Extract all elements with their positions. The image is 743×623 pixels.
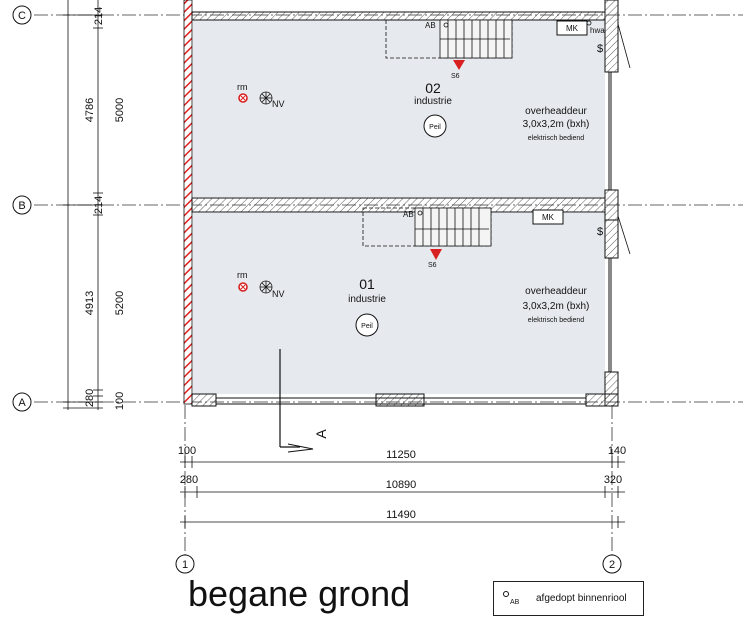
stair-unit-01 — [362, 207, 492, 247]
s6-marker-01 — [430, 249, 442, 260]
grid-axis-2: 2 — [602, 554, 622, 574]
stair-02-ab-label: AB — [425, 21, 436, 30]
stair-01-ab-label: AB — [403, 210, 414, 219]
section-marker — [279, 349, 314, 453]
svg-text:A: A — [18, 397, 26, 409]
vertical-dimension-labels: 214 4786 214 4913 280 100 5000 5200 — [84, 7, 126, 410]
fire-wall — [183, 0, 193, 405]
mk-box-02: MK — [556, 20, 588, 36]
nv-label-02: NV — [272, 99, 285, 109]
nv-label-01: NV — [272, 289, 285, 299]
svg-text:C: C — [18, 10, 26, 22]
svg-text:214: 214 — [93, 7, 105, 25]
svg-text:100: 100 — [114, 392, 126, 410]
grid-axis-c: C — [12, 5, 32, 25]
unit-02-floor — [193, 20, 605, 197]
peil-icon-02 — [423, 114, 447, 138]
svg-text:5000: 5000 — [114, 98, 126, 122]
svg-text:Peil: Peil — [429, 124, 441, 131]
rm-label-02: rm — [237, 82, 248, 92]
ventilation-icon-01 — [259, 280, 273, 294]
legend-label: afgedopt binnenriool — [536, 593, 627, 604]
grid-axis-b: B — [12, 195, 32, 215]
grid-axis-bubbles: C B A 1 2 — [12, 5, 622, 574]
horizontal-dimensions — [180, 456, 625, 528]
svg-text:280: 280 — [84, 389, 96, 407]
svg-text:5200: 5200 — [114, 291, 126, 315]
s6-label-01: S6 — [428, 262, 437, 269]
svg-text:4786: 4786 — [84, 98, 96, 122]
svg-text:214: 214 — [93, 196, 105, 214]
unit-01-labels: 01 industrie Peil overheaddeur 3,0x3,2m … — [237, 270, 590, 337]
svg-text:Peil: Peil — [361, 323, 373, 330]
hwa-label: hwa — [590, 26, 605, 35]
door-label-01: overheaddeur — [525, 286, 587, 297]
svg-text:MK: MK — [542, 213, 555, 222]
section-marker-label: A — [313, 429, 329, 439]
svg-text:10890: 10890 — [386, 479, 417, 491]
legend: AB afgedopt binnenriool — [493, 581, 644, 616]
svg-text:1: 1 — [182, 559, 188, 571]
door-label-02: overheaddeur — [525, 106, 587, 117]
horizontal-dimension-labels: 100 11250 140 280 10890 320 11490 — [178, 445, 626, 521]
walls — [191, 0, 619, 407]
svg-text:B: B — [18, 200, 25, 212]
unit-02-use: industrie — [414, 96, 452, 107]
stair-unit-02 — [385, 19, 513, 59]
svg-text:11490: 11490 — [386, 509, 416, 521]
dollar-symbol-02: $ — [597, 43, 603, 55]
svg-text:2: 2 — [609, 559, 615, 571]
unit-01-number: 01 — [359, 276, 375, 292]
unit-02-number: 02 — [425, 80, 441, 96]
door-size-01: 3,0x3,2m (bxh) — [523, 301, 590, 312]
svg-text:100: 100 — [178, 445, 196, 457]
s6-marker-02 — [453, 60, 465, 70]
peil-icon-01 — [355, 313, 379, 337]
svg-text:280: 280 — [180, 474, 198, 486]
svg-text:320: 320 — [604, 474, 622, 486]
mk-box-01: MK — [532, 209, 564, 225]
door-size-02: 3,0x3,2m (bxh) — [523, 119, 590, 130]
svg-text:11250: 11250 — [386, 449, 416, 461]
door-note-01: elektrisch bediend — [528, 317, 585, 324]
svg-text:4913: 4913 — [84, 291, 96, 315]
unit-01-floor — [193, 213, 605, 394]
unit-02-labels: 02 industrie Peil overheaddeur 3,0x3,2m … — [237, 80, 589, 142]
svg-text:140: 140 — [608, 445, 626, 457]
drawing-title: begane grond — [188, 573, 411, 614]
side-doors — [617, 23, 631, 255]
rm-label-01: rm — [237, 270, 248, 280]
grid-axis-a: A — [12, 392, 32, 412]
vertical-dimensions — [63, 0, 103, 410]
s6-label-02: S6 — [451, 73, 460, 80]
legend-ab-symbol: AB — [510, 599, 520, 606]
unit-01-use: industrie — [348, 294, 386, 305]
ventilation-icon-02 — [259, 91, 273, 105]
grid-axis-1: 1 — [175, 554, 195, 574]
hwa-icon — [586, 20, 592, 26]
legend-ab-icon: AB — [503, 591, 519, 606]
svg-text:MK: MK — [566, 24, 579, 33]
door-note-02: elektrisch bediend — [528, 135, 585, 142]
dollar-symbol-01: $ — [597, 226, 603, 238]
